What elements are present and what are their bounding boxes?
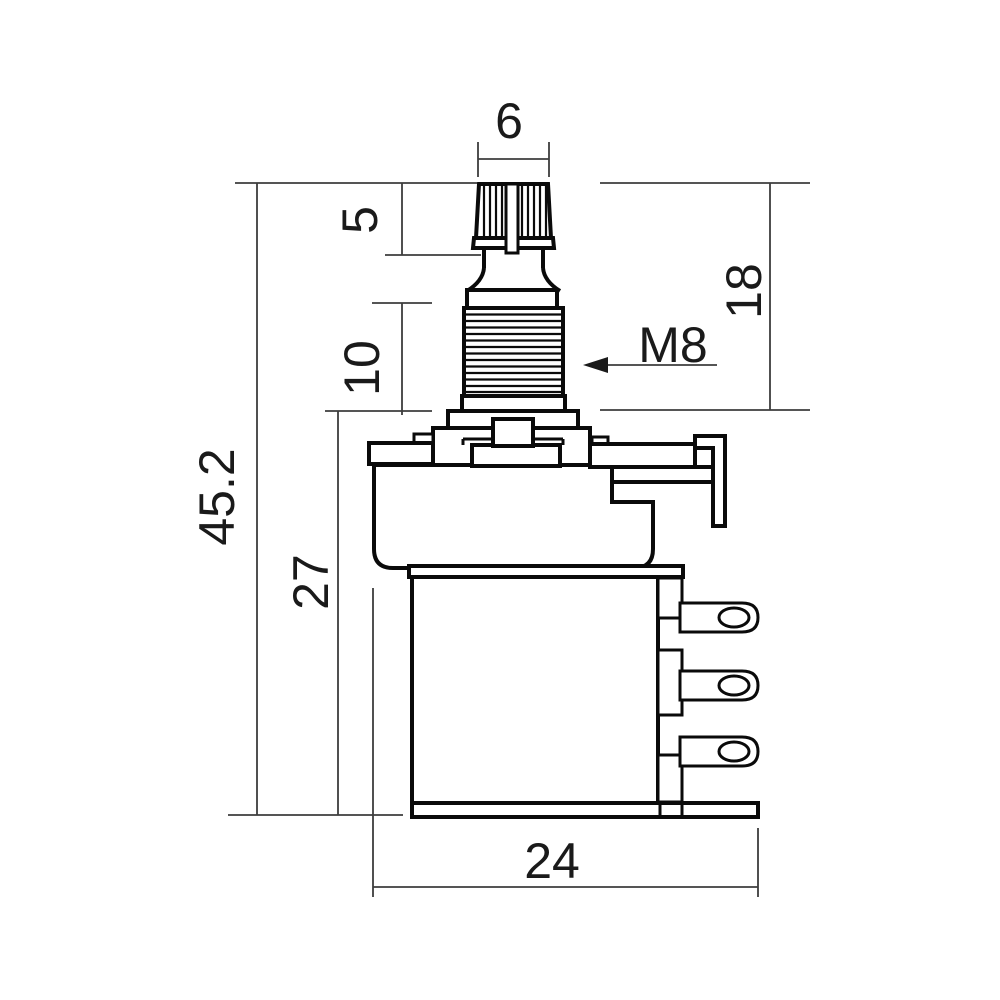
shaft-split-slot — [504, 182, 520, 255]
dim-label-body-width: 24 — [524, 833, 580, 889]
threaded-bushing — [460, 306, 567, 413]
left-mounting-ear — [367, 432, 435, 466]
shaft-collar — [465, 288, 559, 310]
dim-label-shaft-width: 6 — [495, 93, 523, 149]
base-plate — [410, 801, 760, 819]
dim-label-thread-spec: M8 — [638, 317, 707, 373]
knurled-shaft — [470, 182, 557, 255]
right-lug-bracket — [588, 434, 727, 528]
thread-lines — [466, 313, 561, 394]
dimension-lines — [228, 142, 810, 897]
switch-body — [410, 575, 660, 805]
dim-label-knurl-height: 5 — [332, 206, 388, 234]
dim-label-overall-height: 45.2 — [189, 448, 245, 545]
dim-label-lower-body-height: 27 — [283, 554, 339, 610]
dim-label-bushing-length: 10 — [334, 340, 390, 396]
m8-leader-arrow — [583, 357, 608, 373]
terminal-lugs — [678, 601, 760, 768]
dim-label-shaft-total-height: 18 — [716, 263, 772, 319]
ground-lug-prong — [693, 434, 727, 528]
pot-skirt — [470, 443, 562, 468]
shaft-base-nub — [491, 417, 535, 448]
bushing-flange — [460, 394, 567, 413]
terminal-bosses — [656, 576, 684, 804]
